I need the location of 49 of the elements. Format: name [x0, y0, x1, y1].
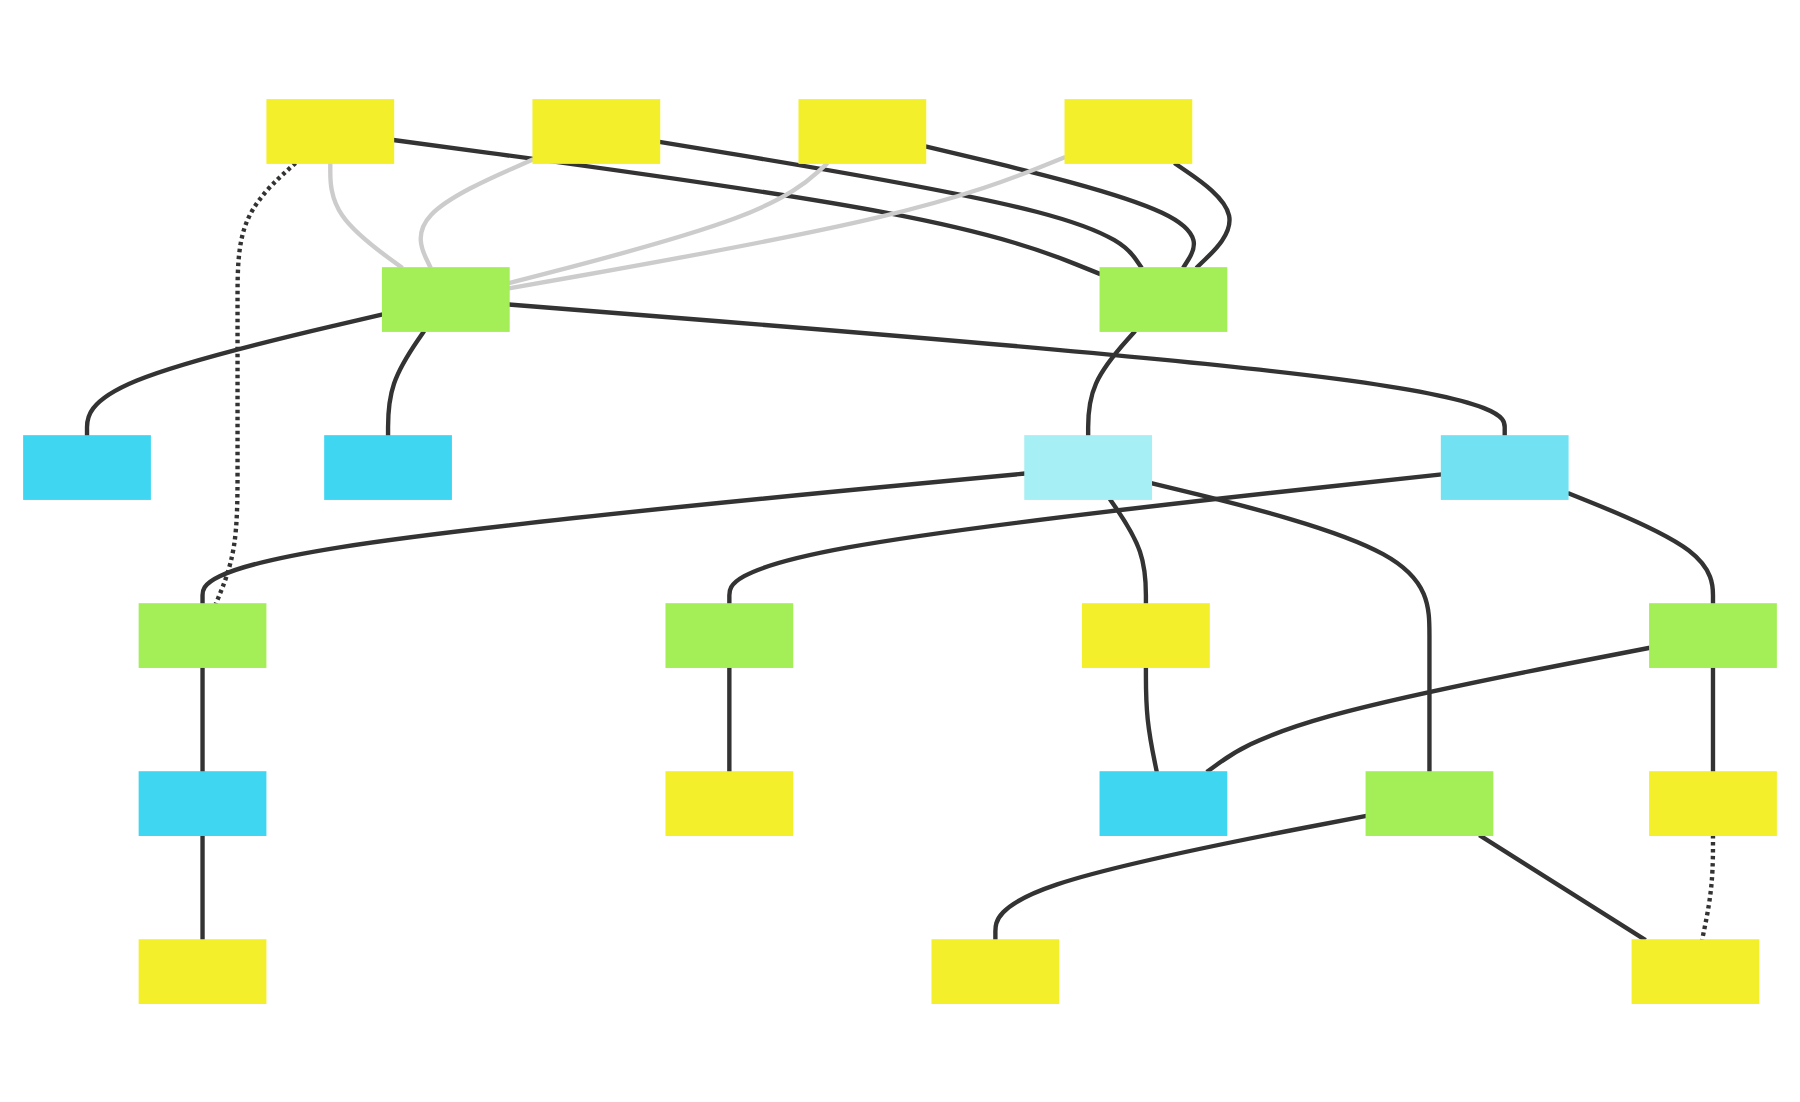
node-box: [138, 770, 267, 836]
node-box: [665, 602, 794, 668]
node-box: [1649, 770, 1777, 836]
node-box: [931, 938, 1060, 1004]
node-box: [532, 98, 661, 164]
node-box: [138, 938, 267, 1004]
connector: [1150, 480, 1432, 772]
connector: [659, 139, 1144, 269]
node-box: [1064, 98, 1193, 164]
node-box: [1440, 434, 1569, 500]
node-box: [1099, 770, 1228, 836]
node-box: [1365, 770, 1494, 836]
connector: [328, 162, 404, 270]
node-box: [1082, 602, 1210, 668]
connector: [1699, 834, 1716, 940]
connector: [508, 154, 1067, 290]
node-box: [1649, 602, 1777, 668]
connector: [1710, 666, 1716, 772]
connector: [1173, 160, 1232, 270]
connector: [924, 143, 1197, 269]
connector: [508, 160, 830, 285]
connector: [393, 137, 1102, 276]
connector: [1108, 497, 1149, 604]
connector: [1566, 490, 1716, 604]
node-box: [798, 98, 927, 164]
connector: [1478, 832, 1647, 942]
connector: [508, 301, 1507, 436]
connector: [213, 160, 297, 605]
node-box: [1631, 938, 1760, 1004]
connector: [418, 156, 535, 269]
connector: [84, 311, 384, 436]
node-box: [381, 266, 510, 332]
connector: [1085, 329, 1137, 436]
connector: [1205, 645, 1651, 774]
node-box: [266, 98, 395, 164]
connector: [1143, 666, 1159, 772]
connector: [200, 666, 205, 772]
connector: [727, 666, 732, 772]
connector: [385, 329, 426, 436]
connector: [200, 470, 1026, 604]
node-box: [665, 770, 794, 836]
node-box: [23, 434, 151, 500]
node-box: [1099, 266, 1228, 332]
connector: [727, 471, 1442, 604]
connector: [993, 813, 1367, 940]
node-box: [324, 434, 452, 500]
connector: [200, 834, 205, 940]
node-box: [138, 602, 267, 668]
node-box: [1024, 434, 1153, 500]
